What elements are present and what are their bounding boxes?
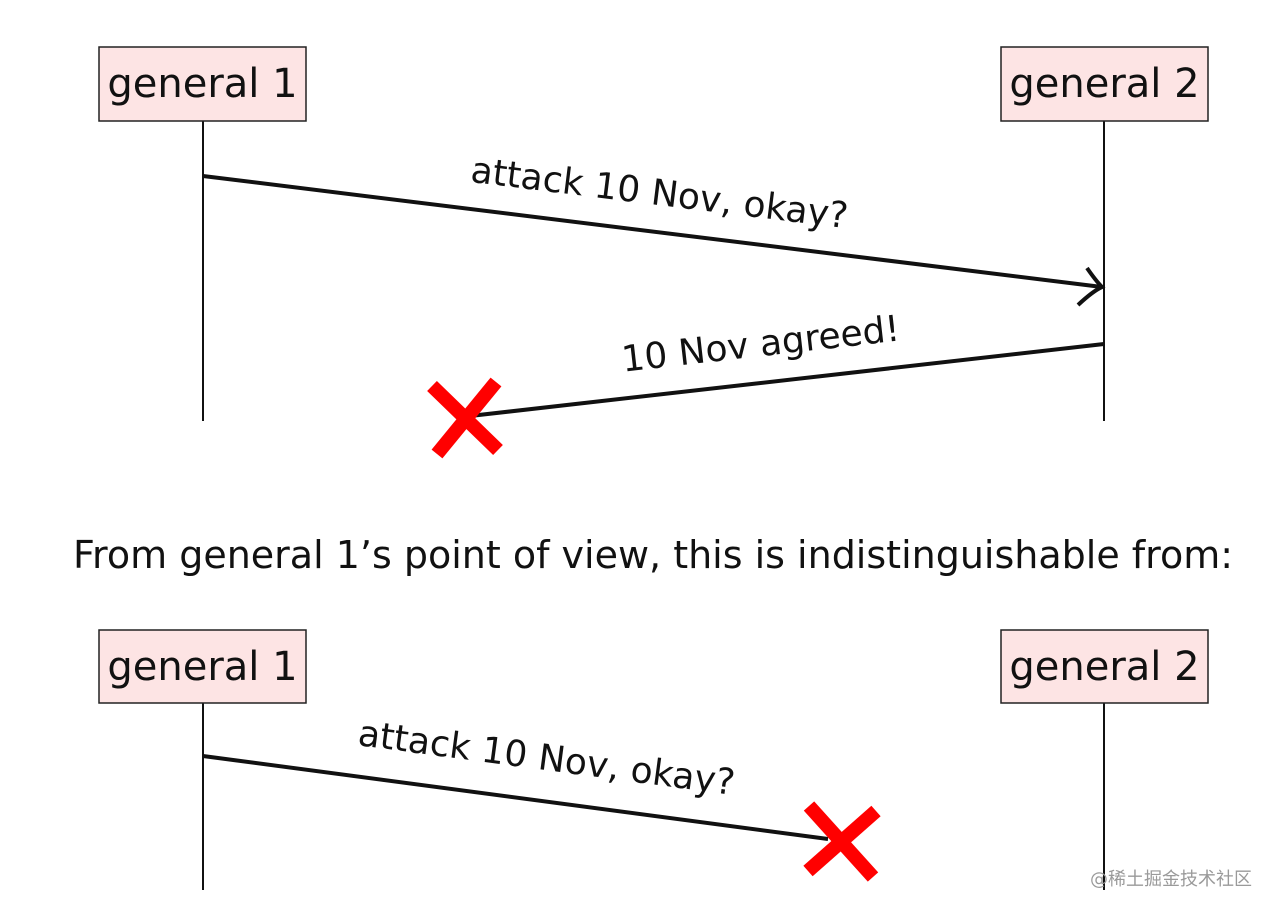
general-2-box	[1000, 46, 1209, 122]
general-2-box	[1000, 629, 1209, 704]
message-2-line	[469, 342, 1105, 418]
message-lost-x-icon	[803, 801, 881, 882]
general-2-label: general 2	[1009, 61, 1199, 107]
top-diagram: general 1 general 2 attack 10 Nov, okay?…	[98, 46, 1209, 459]
message-1-arrowhead	[1076, 266, 1106, 307]
site-watermark: @稀土掘金技术社区	[1090, 869, 1252, 890]
message-1-line	[202, 754, 829, 841]
message-lost-x-icon	[427, 377, 503, 459]
general-1-node: general 1	[98, 629, 307, 704]
general-2-node: general 2	[1000, 629, 1209, 704]
general-1-box	[98, 46, 307, 122]
message-1-label: attack 10 Nov, okay?	[469, 150, 851, 237]
message-1-label: attack 10 Nov, okay?	[356, 713, 738, 804]
message-1: attack 10 Nov, okay?	[202, 150, 1106, 307]
message-2: 10 Nov agreed!	[427, 308, 1105, 459]
message-1: attack 10 Nov, okay?	[202, 713, 881, 882]
comparison-caption: From general 1’s point of view, this is …	[73, 533, 1233, 577]
general-1-label: general 1	[107, 644, 297, 690]
bottom-diagram: general 1 general 2 attack 10 Nov, okay?	[98, 629, 1209, 890]
general-1-node: general 1	[98, 46, 307, 122]
general-1-label: general 1	[107, 61, 297, 107]
general-2-node: general 2	[1000, 46, 1209, 122]
general-2-label: general 2	[1009, 644, 1199, 690]
message-1-arrow	[202, 174, 1103, 289]
general-1-box	[98, 629, 307, 704]
